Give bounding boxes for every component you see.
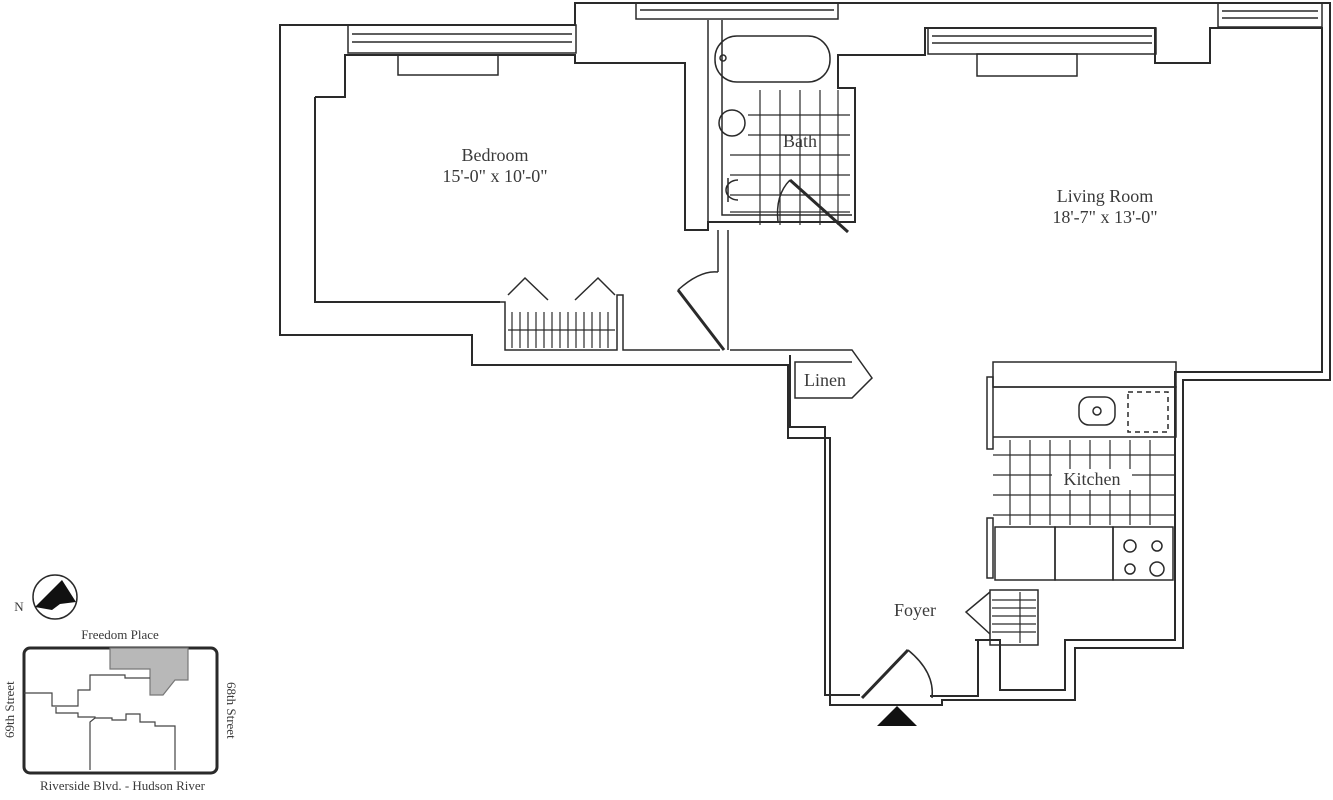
kitchen-name: Kitchen <box>1063 469 1121 489</box>
windows <box>347 2 1323 77</box>
living-room-label: Living Room 18'-7" x 13'-0" <box>1010 186 1200 227</box>
linen-label: Linen <box>796 370 854 391</box>
entry-door <box>860 648 934 726</box>
bedroom-label: Bedroom 15'-0" x 10'-0" <box>405 145 585 186</box>
bath-fixtures <box>707 20 852 234</box>
street-left-label: 69th Street <box>2 681 17 739</box>
bath-label: Bath <box>770 131 830 152</box>
linen-name: Linen <box>804 370 846 390</box>
exterior-walls <box>279 2 1331 706</box>
key-plan <box>22 574 219 775</box>
living-room-dimensions: 18'-7" x 13'-0" <box>1052 206 1158 227</box>
bedroom-closet <box>500 230 873 399</box>
living-room-name: Living Room <box>1056 186 1154 206</box>
foyer-name: Foyer <box>894 600 936 620</box>
street-bottom-label: Riverside Blvd. - Hudson River <box>39 778 205 793</box>
north-arrow-icon <box>35 580 76 610</box>
bedroom-dimensions: 15'-0" x 10'-0" <box>442 165 548 186</box>
foyer-label: Foyer <box>880 600 950 621</box>
bath-name: Bath <box>783 131 817 151</box>
street-right-label: 68th Street <box>223 681 239 739</box>
kitchen-label: Kitchen <box>1052 469 1132 490</box>
bedroom-name: Bedroom <box>461 145 529 165</box>
compass-north-label: N <box>14 599 24 614</box>
entrance-arrow-icon <box>877 706 917 726</box>
street-top-label: Freedom Place <box>81 627 159 642</box>
kitchen-fixtures <box>964 361 1177 646</box>
